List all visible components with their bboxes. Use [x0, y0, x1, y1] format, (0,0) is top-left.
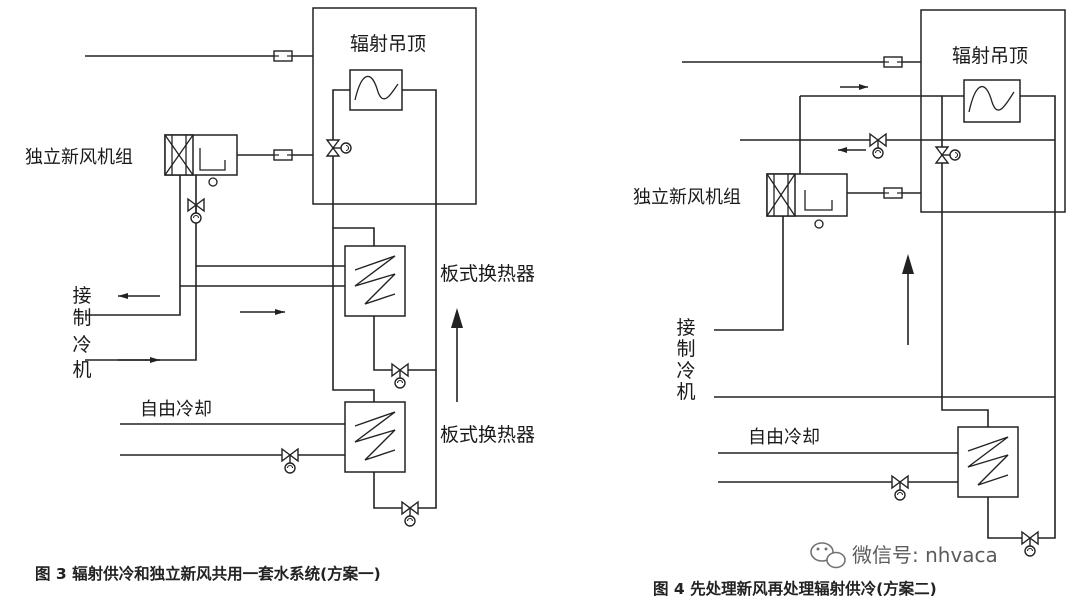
figure-4: 辐射吊顶 独立新风机组 接 制 — [633, 9, 1066, 598]
three-way-valve-icon — [869, 133, 887, 159]
radiant-ceiling-room — [920, 9, 1066, 213]
phe-label-top: 板式换热器 — [440, 263, 535, 285]
plate-heat-exchanger-upper — [344, 245, 406, 317]
air-sensor-icon — [883, 56, 903, 68]
svg-text:制: 制 — [676, 338, 695, 360]
panel-coil-icon — [968, 85, 1015, 113]
ceiling-label: 辐射吊顶 — [952, 45, 1028, 67]
plate-heat-exchanger — [957, 426, 1019, 498]
svg-text:机: 机 — [72, 359, 91, 381]
svg-text:接: 接 — [676, 317, 695, 339]
svg-text:冷: 冷 — [72, 334, 91, 356]
figure-3-caption: 图 3 辐射供冷和独立新风共用一套水系统(方案一) — [35, 564, 381, 583]
radiant-ceiling-room — [312, 7, 477, 205]
control-valve-icon — [891, 475, 909, 501]
free-cooling-label: 自由冷却 — [140, 399, 212, 420]
control-valve-icon — [391, 363, 409, 389]
air-sensor-icon — [273, 50, 293, 62]
plate-heat-exchanger-lower — [344, 401, 406, 473]
fresh-air-unit-label: 独立新风机组 — [25, 147, 133, 168]
free-cooling-label: 自由冷却 — [748, 427, 820, 448]
wechat-icon — [810, 542, 846, 569]
svg-text:接: 接 — [72, 285, 91, 307]
figure-3: 辐射吊顶 独立新风机组 接 制 冷 机 — [25, 7, 535, 583]
air-sensor-icon — [883, 187, 903, 199]
control-valve-icon — [401, 501, 419, 527]
control-valve-icon — [1021, 531, 1039, 557]
chiller-label: 接 制 冷 机 — [72, 285, 91, 381]
air-sensor-icon — [273, 149, 293, 161]
ceiling-control-valve-icon — [326, 139, 352, 157]
watermark-text: 微信号: nhvaca — [852, 543, 998, 567]
svg-text:机: 机 — [676, 381, 695, 403]
panel-coil-icon — [354, 75, 399, 101]
svg-text:制: 制 — [72, 307, 91, 329]
ceiling-control-valve-icon — [935, 146, 961, 164]
chiller-label: 接 制 冷 机 — [676, 317, 695, 403]
fresh-air-unit-label: 独立新风机组 — [633, 187, 741, 208]
figure-4-caption: 图 4 先处理新风再处理辐射供冷(方案二) — [653, 579, 937, 598]
svg-text:冷: 冷 — [676, 360, 695, 382]
phe-label-bottom: 板式换热器 — [440, 424, 535, 446]
ceiling-label: 辐射吊顶 — [350, 33, 426, 55]
control-valve-icon — [281, 448, 299, 474]
